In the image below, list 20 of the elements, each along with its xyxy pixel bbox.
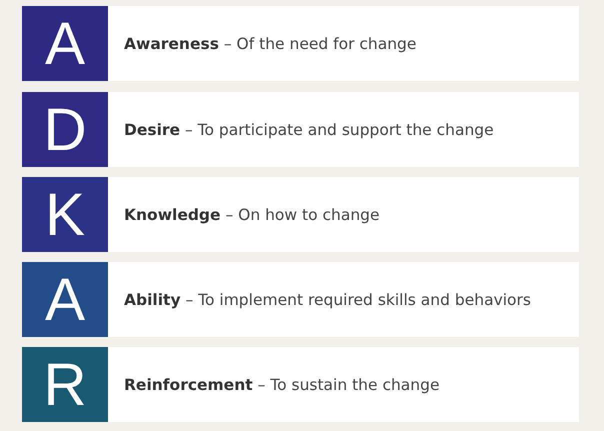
letter-tile	[22, 262, 108, 337]
stage-description: Awareness – Of the need for change	[124, 34, 416, 52]
letter-tile	[22, 92, 108, 167]
stage-letter: K	[44, 184, 86, 244]
letter-tile	[22, 347, 108, 422]
description-bar	[108, 262, 579, 337]
letter-tile	[22, 6, 108, 81]
stage-letter: R	[43, 354, 87, 414]
description-bar	[108, 347, 579, 422]
stage-description: Reinforcement – To sustain the change	[124, 376, 440, 394]
stage-description: Ability – To implement required skills and behaviors	[124, 290, 531, 308]
stage-letter: D	[43, 100, 87, 160]
description-bar	[108, 6, 579, 81]
stage-description: Desire – To participate and support the change	[124, 120, 494, 138]
description-bar	[108, 177, 579, 252]
description-bar	[108, 92, 579, 167]
stage-description: Knowledge – On how to change	[124, 206, 380, 224]
stage-letter: A	[44, 14, 86, 74]
stage-letter: A	[44, 270, 86, 330]
letter-tile	[22, 177, 108, 252]
